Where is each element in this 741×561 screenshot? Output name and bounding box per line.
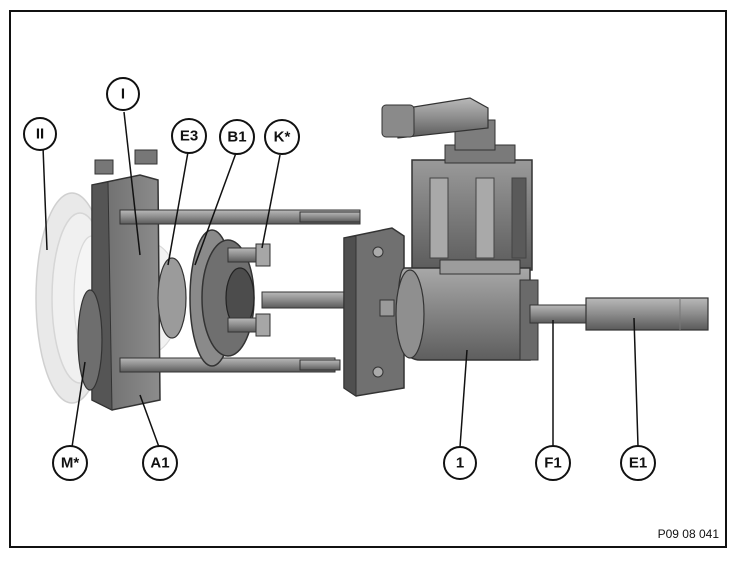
bearing-e3 bbox=[157, 257, 187, 339]
callout-k: K* bbox=[264, 119, 300, 155]
figure-frame bbox=[9, 10, 727, 548]
callout-a1: A1 bbox=[142, 445, 178, 481]
callout-a1-label: A1 bbox=[150, 455, 169, 472]
callout-f1-label: F1 bbox=[544, 455, 562, 472]
callout-b1-label: B1 bbox=[227, 129, 246, 146]
callout-m-label: M* bbox=[61, 455, 79, 472]
center-spindle bbox=[261, 291, 351, 309]
front-plate bbox=[343, 227, 405, 397]
callout-e3: E3 bbox=[171, 118, 207, 154]
callout-ii-label: II bbox=[36, 126, 44, 143]
callout-m: M* bbox=[52, 445, 88, 481]
callout-1: 1 bbox=[443, 446, 477, 480]
callout-i-label: I bbox=[121, 86, 125, 103]
flange-b1 bbox=[189, 229, 255, 367]
callout-ii: II bbox=[23, 117, 57, 151]
output-rod bbox=[529, 297, 709, 331]
callout-f1: F1 bbox=[535, 445, 571, 481]
callout-1-label: 1 bbox=[456, 455, 464, 472]
part-m bbox=[77, 289, 103, 391]
leader-lines bbox=[42, 111, 639, 448]
callout-e3-label: E3 bbox=[180, 128, 198, 145]
callout-i: I bbox=[106, 77, 140, 111]
pump-handle bbox=[381, 97, 496, 151]
callout-b1: B1 bbox=[219, 119, 255, 155]
figure-id: P09 08 041 bbox=[657, 527, 719, 541]
callout-e1-label: E1 bbox=[629, 455, 647, 472]
tie-rods bbox=[119, 209, 361, 373]
callout-e1: E1 bbox=[620, 445, 656, 481]
hydraulic-cylinder bbox=[395, 144, 539, 361]
puller-plate-a1 bbox=[91, 149, 161, 411]
callout-k-label: K* bbox=[274, 129, 291, 146]
bolts-k bbox=[227, 243, 271, 337]
